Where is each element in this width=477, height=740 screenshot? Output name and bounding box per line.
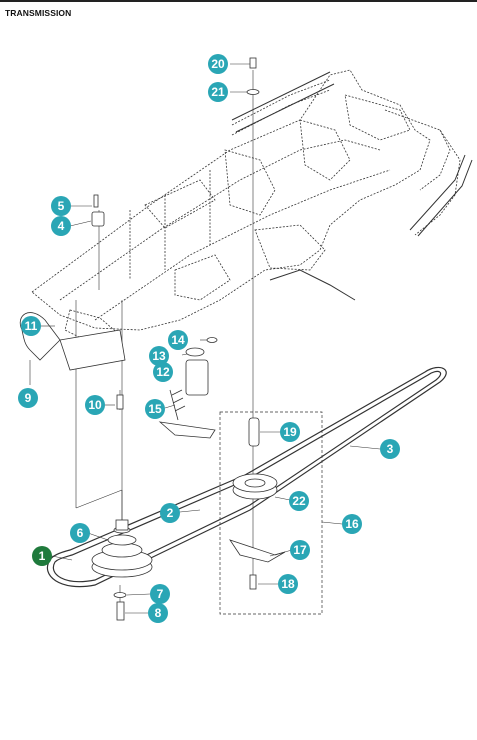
page-title: TRANSMISSION <box>5 8 72 18</box>
callout-2[interactable]: 2 <box>160 503 180 523</box>
callout-5[interactable]: 5 <box>51 196 71 216</box>
idler-bracket <box>229 539 286 563</box>
idler-pulley <box>232 417 278 500</box>
callout-7[interactable]: 7 <box>150 584 170 604</box>
chassis-frame <box>31 69 461 346</box>
callout-13[interactable]: 13 <box>149 346 169 366</box>
idler-assembly-box <box>219 411 323 615</box>
callout-19[interactable]: 19 <box>280 422 300 442</box>
callout-16[interactable]: 16 <box>342 514 362 534</box>
callout-10[interactable]: 10 <box>85 395 105 415</box>
top-rule <box>0 0 477 2</box>
callout-9[interactable]: 9 <box>18 388 38 408</box>
callout-6[interactable]: 6 <box>70 523 90 543</box>
callout-4[interactable]: 4 <box>51 216 71 236</box>
clutch-arm-parts <box>158 337 218 439</box>
callout-22[interactable]: 22 <box>289 491 309 511</box>
callout-3[interactable]: 3 <box>380 439 400 459</box>
drive-pulley-stack <box>91 519 153 578</box>
callout-18[interactable]: 18 <box>278 574 298 594</box>
callout-8[interactable]: 8 <box>148 603 168 623</box>
callout-15[interactable]: 15 <box>145 399 165 419</box>
callout-21[interactable]: 21 <box>208 82 228 102</box>
callout-12[interactable]: 12 <box>153 362 173 382</box>
callout-1[interactable]: 1 <box>32 546 52 566</box>
fasteners <box>91 57 260 621</box>
callout-20[interactable]: 20 <box>208 54 228 74</box>
frame-tubes <box>231 71 473 301</box>
callout-14[interactable]: 14 <box>168 330 188 350</box>
callout-17[interactable]: 17 <box>290 540 310 560</box>
callout-11[interactable]: 11 <box>21 316 41 336</box>
